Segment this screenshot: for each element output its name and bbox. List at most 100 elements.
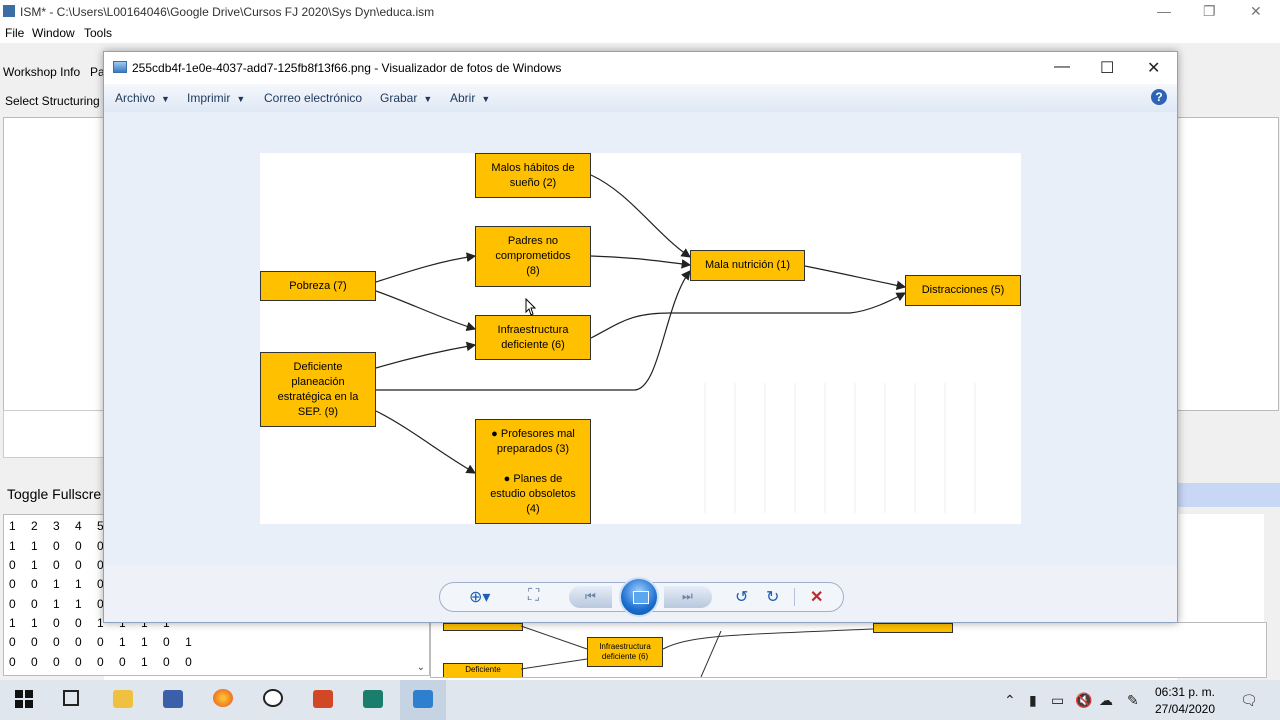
- windows-start-icon[interactable]: [15, 690, 33, 708]
- node-label: Mala nutrición (1): [705, 259, 790, 271]
- menu-archivo[interactable]: Archivo▼: [115, 91, 170, 105]
- preview-node-deficiente: Deficiente: [443, 663, 523, 677]
- rotate-right-icon[interactable]: ↻: [766, 589, 780, 606]
- photo-viewer-icon: [113, 61, 127, 73]
- background-window-title: ISM* - C:\Users\L00164046\Google Drive\C…: [20, 5, 435, 19]
- menu-abrir[interactable]: Abrir ▼: [450, 91, 490, 105]
- matrix-row: 0 1 0 0 0 0: [9, 558, 132, 572]
- structuring-select-label[interactable]: Select Structuring S: [5, 94, 112, 108]
- menu-abrir-label: Abrir: [450, 91, 476, 105]
- edge-padres-to-nutricion: [590, 255, 692, 269]
- preview-node: [873, 623, 953, 633]
- node-label: Padres no comprometidos (8): [495, 235, 571, 277]
- node-label: Distracciones (5): [921, 284, 1005, 296]
- node-deficiente-planeacion: Deficiente planeación estratégica en la …: [260, 352, 376, 427]
- node-label: ● Profesores mal preparados (3) ● Planes…: [490, 427, 576, 515]
- viewer-title: 255cdb4f-1e0e-4037-add7-125fb8f13f66.png…: [132, 61, 562, 75]
- preview-node-infraestructura: Infraestructura deficiente (6): [587, 637, 663, 667]
- scroll-down-icon[interactable]: ⌄: [416, 662, 425, 673]
- edge-malos-to-nutricion: [590, 174, 691, 258]
- node-label: Pobreza (7): [289, 279, 347, 292]
- obs-icon[interactable]: [263, 689, 283, 707]
- node-malos-habitos: Malos hábitos de sueño (2): [475, 153, 591, 198]
- task-view-icon[interactable]: [63, 690, 79, 706]
- powerpoint-icon[interactable]: [313, 690, 333, 708]
- viewer-titlebar: [104, 52, 1177, 84]
- matrix-row: 0 0 1 1 0 0: [9, 597, 132, 611]
- node-label: Infraestructura deficiente (6): [497, 323, 569, 351]
- minimize-icon[interactable]: —: [1157, 3, 1171, 19]
- matrix-row: 1 1 0 0 0 0: [9, 539, 132, 553]
- node-label: Deficiente planeación estratégica en la …: [277, 360, 359, 418]
- photo-viewer-taskbar-icon[interactable]: [413, 690, 433, 708]
- close-icon[interactable]: ✕: [1250, 3, 1262, 19]
- edge-nutricion-to-distracciones: [804, 265, 907, 291]
- chevron-down-icon: ▼: [236, 94, 246, 104]
- pen-icon[interactable]: ✎: [1127, 692, 1139, 708]
- zoom-icon[interactable]: ⊕▾: [469, 589, 491, 606]
- viewer-close-icon[interactable]: ✕: [1147, 60, 1161, 77]
- slideshow-button[interactable]: [619, 577, 659, 617]
- node-infraestructura: Infraestructura deficiente (6): [475, 315, 591, 360]
- background-titlebar: [0, 0, 1280, 24]
- actual-size-icon[interactable]: ⛶: [528, 587, 540, 604]
- node-padres: Padres no comprometidos (8): [475, 226, 591, 287]
- menu-file[interactable]: File: [5, 26, 25, 40]
- file-explorer-icon[interactable]: [113, 690, 133, 708]
- vertical-scrollbar[interactable]: [1264, 514, 1278, 674]
- firefox-icon[interactable]: [213, 689, 233, 707]
- app-icon: [3, 5, 15, 17]
- tray-chevron-icon[interactable]: ⌃: [1004, 692, 1016, 708]
- taskbar-clock[interactable]: 06:31 p. m. 27/04/2020: [1150, 684, 1220, 718]
- edge-infra-to-distracciones: [590, 292, 907, 339]
- chevron-down-icon: ▼: [161, 94, 170, 104]
- edge-deficiente-to-profesores: [375, 410, 477, 474]
- rotate-left-icon[interactable]: ↺: [735, 589, 749, 606]
- onedrive-icon[interactable]: ☁: [1099, 692, 1113, 708]
- edge-deficiente-to-infra: [375, 341, 477, 369]
- notifications-icon[interactable]: 🗨: [1240, 692, 1258, 708]
- next-icon: ⏭: [682, 589, 693, 603]
- node-mala-nutricion: Mala nutrición (1): [690, 250, 805, 281]
- menu-imprimir-label: Imprimir: [187, 91, 231, 105]
- chevron-down-icon: ▼: [481, 94, 491, 104]
- displayed-image: Malos hábitos de sueño (2) Padres no com…: [260, 153, 1021, 524]
- menu-tools[interactable]: Tools: [84, 26, 113, 40]
- ism-app-icon[interactable]: [363, 690, 383, 708]
- slideshow-icon: [633, 591, 649, 604]
- usb-icon[interactable]: ▮: [1029, 692, 1037, 708]
- edge-pobreza-to-padres: [375, 252, 477, 283]
- matrix-row: 0 0 1 1 0 0: [9, 577, 132, 591]
- save-app-icon[interactable]: [163, 690, 183, 708]
- next-button[interactable]: ⏭: [664, 586, 712, 608]
- node-label: Malos hábitos de sueño (2): [491, 161, 575, 189]
- menu-correo[interactable]: Correo electrónico: [264, 91, 363, 105]
- previous-icon: ⏮: [585, 589, 596, 603]
- battery-icon[interactable]: ▭: [1051, 692, 1065, 708]
- menu-window[interactable]: Window: [32, 26, 75, 40]
- menu-grabar-label: Grabar: [380, 91, 418, 105]
- preview-edges: [520, 625, 874, 677]
- menu-grabar[interactable]: Grabar▼: [380, 91, 432, 105]
- background-right-area: [1177, 117, 1279, 411]
- viewer-menubar: [104, 84, 1177, 112]
- mouse-cursor-icon: [525, 298, 537, 316]
- volume-muted-icon[interactable]: 🔇: [1075, 692, 1093, 708]
- matrix-row: 1 2 3 4 5 6: [9, 519, 132, 533]
- workshop-info-button[interactable]: Workshop Info: [3, 65, 81, 79]
- diagram-edges: [375, 174, 976, 513]
- delete-icon[interactable]: ✕: [810, 589, 824, 606]
- toolbar-partial-label[interactable]: Pa: [90, 65, 105, 79]
- restore-icon[interactable]: ❐: [1203, 3, 1216, 19]
- help-icon[interactable]: ?: [1151, 89, 1167, 105]
- previous-button[interactable]: ⏮: [569, 586, 612, 608]
- toggle-fullscreen-button[interactable]: Toggle Fullscre: [0, 483, 104, 507]
- viewer-maximize-icon[interactable]: ☐: [1100, 60, 1115, 77]
- background-workarea: [3, 117, 105, 411]
- node-distracciones: Distracciones (5): [905, 275, 1021, 306]
- edge-deficiente-to-nutricion: [376, 270, 691, 391]
- clock-date: 27/04/2020: [1154, 702, 1216, 716]
- menu-imprimir[interactable]: Imprimir ▼: [187, 91, 245, 105]
- node-pobreza: Pobreza (7): [260, 271, 376, 301]
- viewer-minimize-icon[interactable]: —: [1054, 58, 1070, 75]
